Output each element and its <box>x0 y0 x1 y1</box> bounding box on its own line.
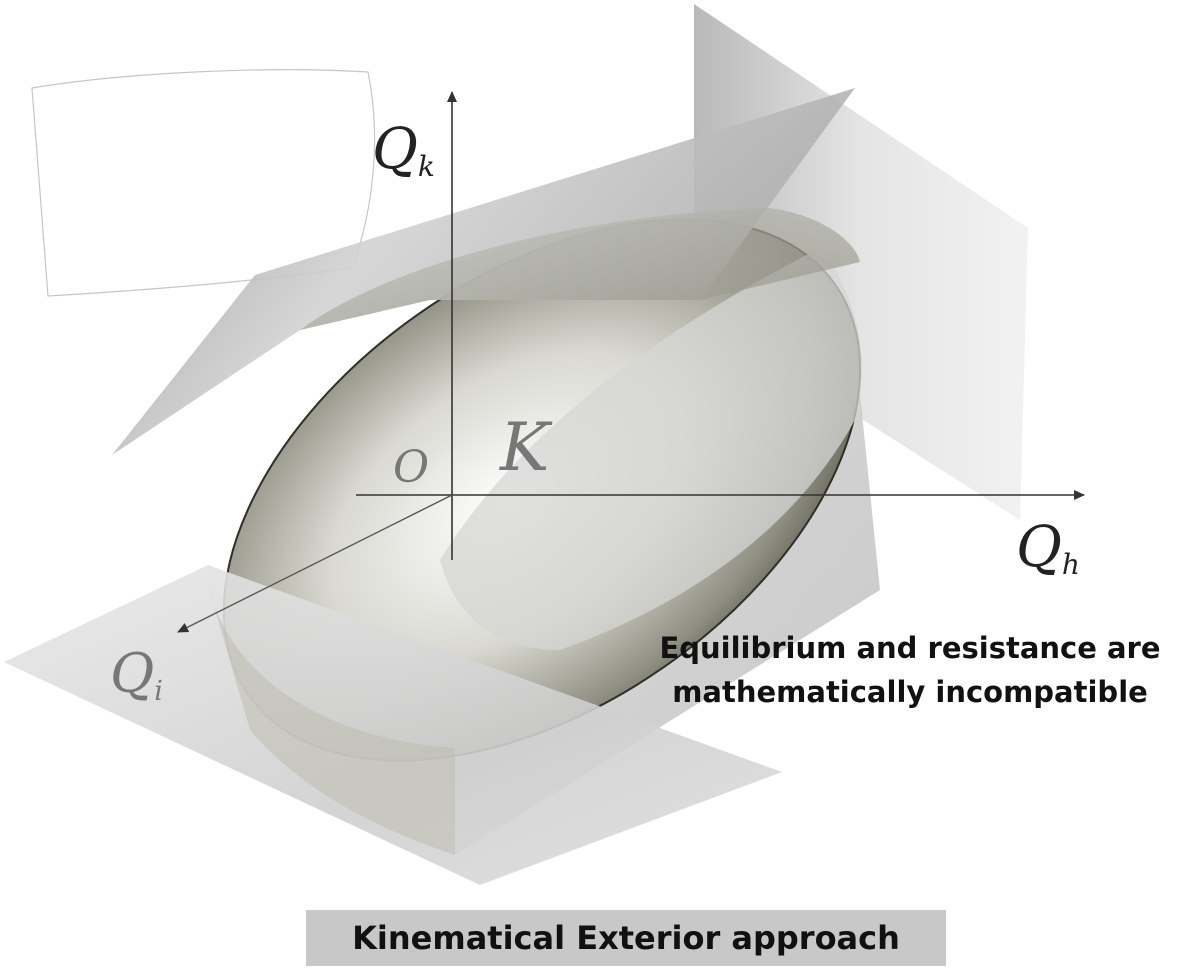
axis-label-qi: Qi <box>110 642 163 707</box>
note-line-1: Equilibrium and resistance are <box>659 631 1161 665</box>
region-label-k: K <box>499 409 553 486</box>
depth-axis <box>177 494 453 633</box>
note-line-2: mathematically incompatible <box>672 675 1148 709</box>
ellipsoid-lower-bowl <box>208 585 455 855</box>
axis-label-qh: Qh <box>1016 515 1080 581</box>
axis-label-qk: Qk <box>372 117 435 183</box>
ellipsoid-top-cap <box>300 208 860 330</box>
ellipsoid-cut-surface <box>440 248 862 650</box>
incompatibility-note: Equilibrium and resistance are mathemati… <box>620 626 1200 714</box>
origin-label: O <box>393 442 429 493</box>
faint-outline-plane <box>31 69 376 297</box>
diagram-caption: Kinematical Exterior approach <box>306 910 946 966</box>
bottom-cutting-plane <box>4 565 782 885</box>
